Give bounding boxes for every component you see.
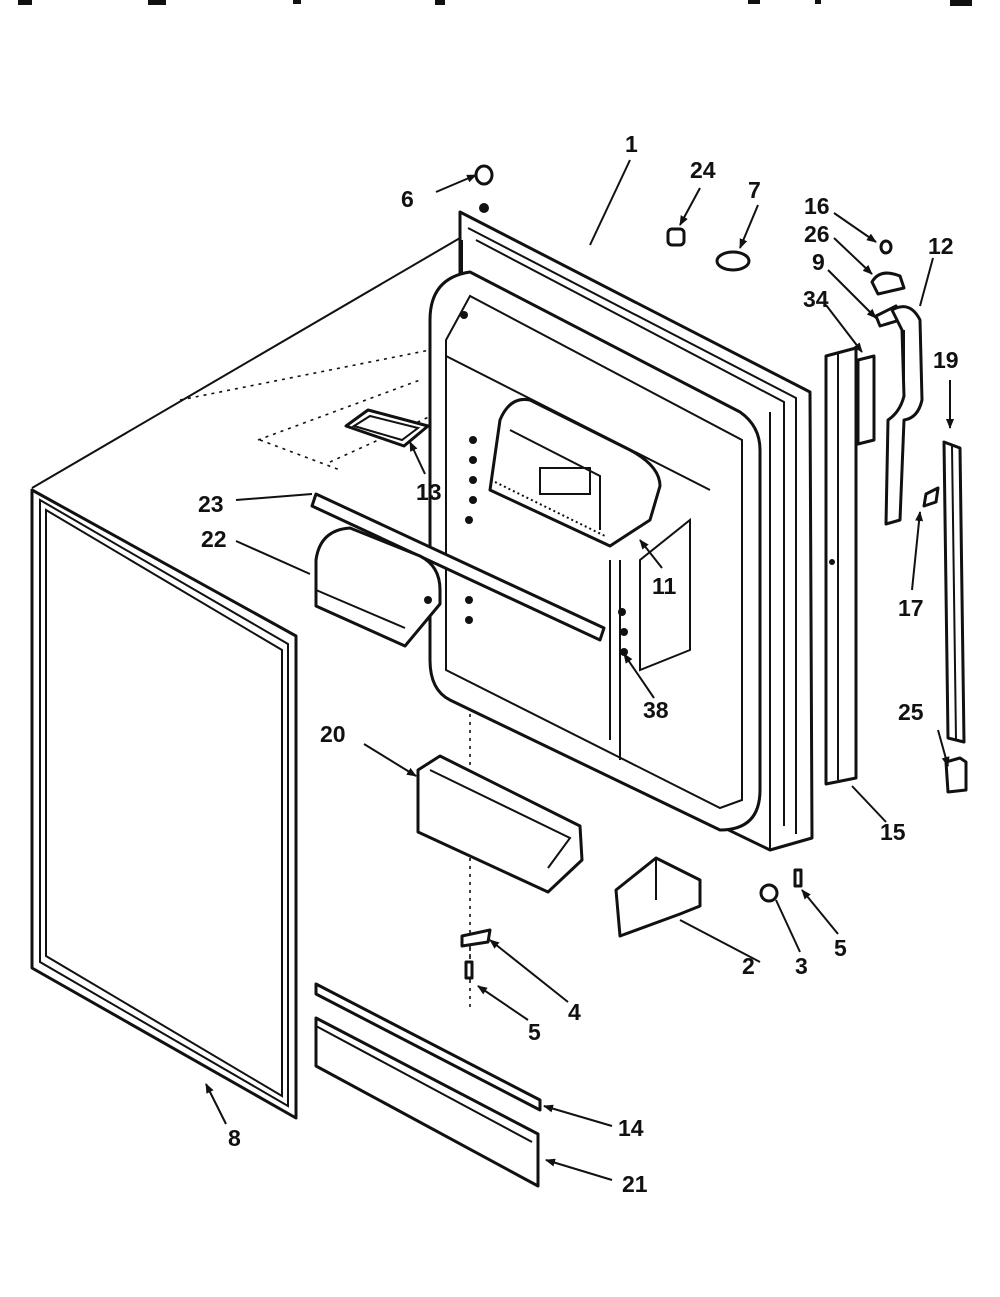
handle-part-12 xyxy=(884,305,924,526)
callout-14: 14 xyxy=(618,1115,644,1141)
callout-34: 34 xyxy=(803,286,829,312)
cover-part-26 xyxy=(870,271,906,296)
callout-5-left: 5 xyxy=(528,1019,541,1045)
callout-25: 25 xyxy=(898,699,924,725)
kick-plate-part-14 xyxy=(314,982,542,1112)
screw-part-16 xyxy=(879,239,893,255)
door-gasket-part-8 xyxy=(30,488,298,1120)
callout-38: 38 xyxy=(643,697,669,723)
screw-part-17 xyxy=(922,486,940,508)
callout-9: 9 xyxy=(812,249,825,275)
callout-1: 1 xyxy=(625,131,638,157)
trim-part-34 xyxy=(856,354,876,446)
shelf-rail-part-23 xyxy=(310,492,606,642)
callout-19: 19 xyxy=(933,347,959,373)
screw-part-5-right xyxy=(793,868,803,888)
callout-6: 6 xyxy=(401,186,414,212)
washer-part-3 xyxy=(759,883,779,903)
callout-17: 17 xyxy=(898,595,924,621)
clip-part-25 xyxy=(944,756,968,794)
callout-23: 23 xyxy=(198,491,224,517)
scan-artifacts xyxy=(18,0,972,6)
callout-12: 12 xyxy=(928,233,954,259)
side-trim-part-15 xyxy=(824,346,858,786)
callout-22: 22 xyxy=(201,526,227,552)
callout-labels: 1 24 7 6 16 26 12 9 34 19 13 23 22 11 17… xyxy=(198,131,959,1197)
screw-part-5-left xyxy=(464,960,474,980)
callout-7: 7 xyxy=(748,177,761,203)
callout-3: 3 xyxy=(795,953,808,979)
callout-16: 16 xyxy=(804,193,830,219)
cap-part-7 xyxy=(715,250,751,272)
door-bin-part-20 xyxy=(416,754,584,894)
callout-20: 20 xyxy=(320,721,346,747)
kick-plate-part-21 xyxy=(314,1016,540,1188)
callout-2: 2 xyxy=(742,953,755,979)
butter-box-part-22 xyxy=(314,526,442,648)
plug-part-6 xyxy=(474,164,494,186)
tray-part-13 xyxy=(344,408,430,448)
callout-4: 4 xyxy=(568,999,581,1025)
right-trim-part-19 xyxy=(942,440,966,744)
button-part-24 xyxy=(666,227,686,247)
callout-15: 15 xyxy=(880,819,906,845)
dairy-compartment-part-11 xyxy=(488,397,662,548)
callout-8: 8 xyxy=(228,1125,241,1151)
hinge-bracket-part-2 xyxy=(614,856,702,938)
callout-13: 13 xyxy=(416,479,442,505)
callout-21: 21 xyxy=(622,1171,648,1197)
callout-26: 26 xyxy=(804,221,830,247)
callout-5-right: 5 xyxy=(834,935,847,961)
leader-lines xyxy=(205,159,954,1181)
callout-24: 24 xyxy=(690,157,716,183)
callout-11: 11 xyxy=(652,573,677,599)
bracket-part-4 xyxy=(460,928,492,948)
